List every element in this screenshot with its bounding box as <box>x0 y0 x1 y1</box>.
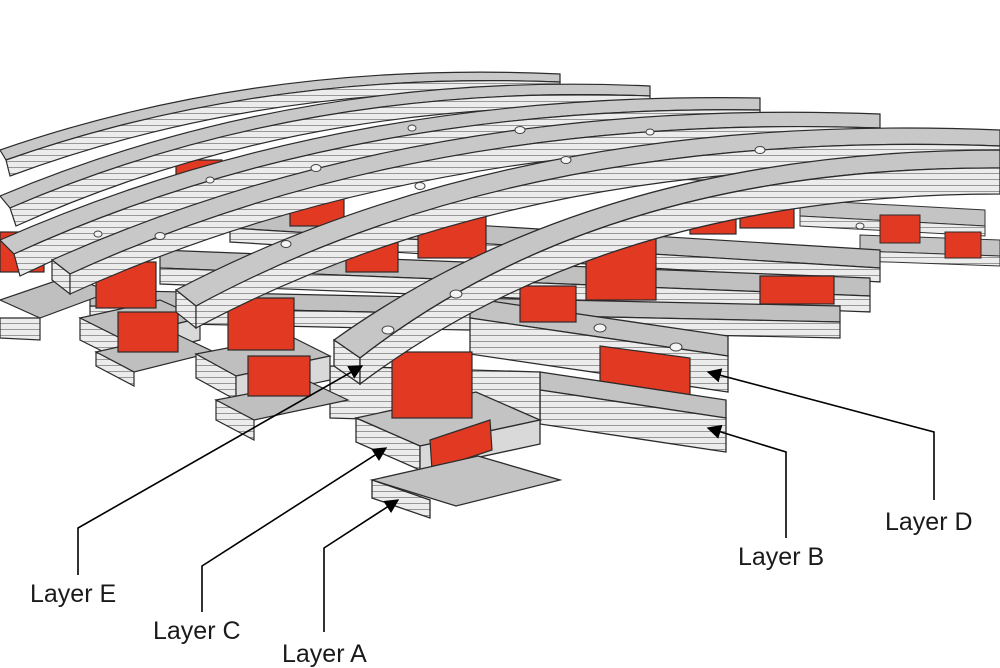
label-layer-a: Layer A <box>282 640 367 668</box>
leader-line-layer-e <box>77 365 364 575</box>
bolt-hole <box>381 325 395 335</box>
bolt-hole <box>205 176 215 184</box>
bolt-hole <box>754 146 766 154</box>
lower-beam-stubs <box>0 275 563 519</box>
bolt-hole <box>514 126 526 134</box>
bolt-hole <box>407 124 417 132</box>
leader-line-layer-a <box>323 499 400 632</box>
bolt-hole <box>645 128 655 136</box>
bolt-hole <box>93 230 103 238</box>
label-layer-b: Layer B <box>738 543 824 571</box>
leader-line-layer-d <box>706 368 935 500</box>
bolt-hole <box>560 156 572 164</box>
stub-layer-c <box>353 391 543 471</box>
connector-block <box>391 351 473 419</box>
leader-line-layer-c <box>201 447 388 612</box>
connector-block <box>247 355 311 397</box>
curved-top-beams <box>0 71 1000 386</box>
bolt-hole <box>855 222 865 230</box>
bolt-hole <box>669 342 683 352</box>
label-layer-d: Layer D <box>885 508 973 536</box>
connector-block <box>759 275 835 305</box>
cross-beam-layer-b <box>329 365 727 453</box>
label-layer-e: Layer E <box>30 580 116 608</box>
bolt-hole <box>449 289 463 299</box>
bolt-holes <box>93 124 865 352</box>
label-layer-c: Layer C <box>153 617 241 645</box>
callout-labels: Layer E Layer C Layer A Layer B Layer D <box>30 508 973 668</box>
leader-lines <box>77 365 935 632</box>
connector-block <box>519 285 577 323</box>
bolt-hole <box>593 323 607 333</box>
bolt-hole <box>414 182 426 190</box>
bolt-hole <box>310 164 322 172</box>
leader-line-layer-b <box>706 424 787 538</box>
bolt-hole <box>280 240 292 248</box>
bolt-hole <box>154 232 166 240</box>
stub-layer-a <box>369 455 563 519</box>
connector-block <box>117 311 179 353</box>
